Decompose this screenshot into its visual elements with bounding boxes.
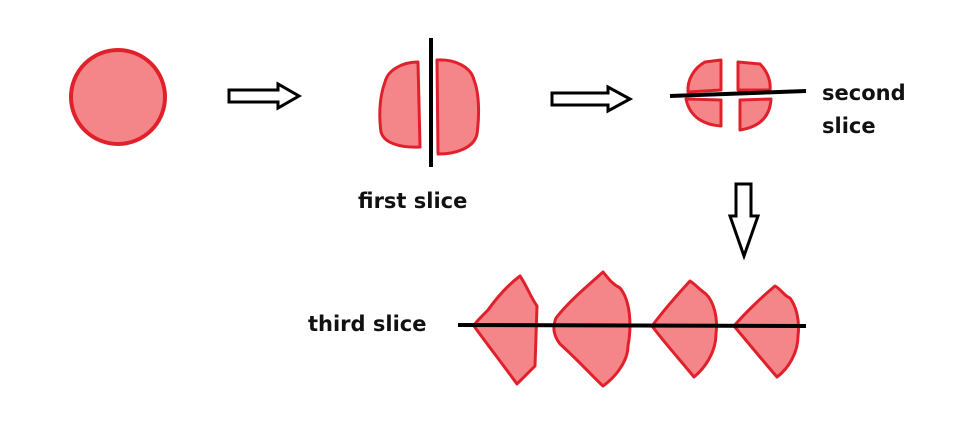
quarter-top-right <box>736 60 772 92</box>
whole-circle <box>69 48 167 146</box>
piece-2 <box>552 270 632 388</box>
arrow-right-2 <box>550 84 634 114</box>
piece-1 <box>472 274 539 386</box>
piece-3 <box>650 279 718 379</box>
left-half <box>378 60 422 149</box>
second-slice-label-line1: second <box>822 81 906 105</box>
second-slice-label-line2: slice <box>822 114 876 138</box>
third-slice-label: third slice <box>308 312 427 336</box>
arrow-down <box>727 182 761 261</box>
right-half <box>435 58 481 156</box>
piece-4 <box>732 284 800 379</box>
first-slice-label: first slice <box>358 189 468 213</box>
arrow-right-1 <box>227 81 303 111</box>
quarter-bottom-right <box>738 97 773 132</box>
second-cut-line <box>669 89 807 98</box>
quarter-bottom-left <box>684 97 723 128</box>
third-cut-line <box>457 323 807 328</box>
quarter-top-left <box>686 58 723 94</box>
